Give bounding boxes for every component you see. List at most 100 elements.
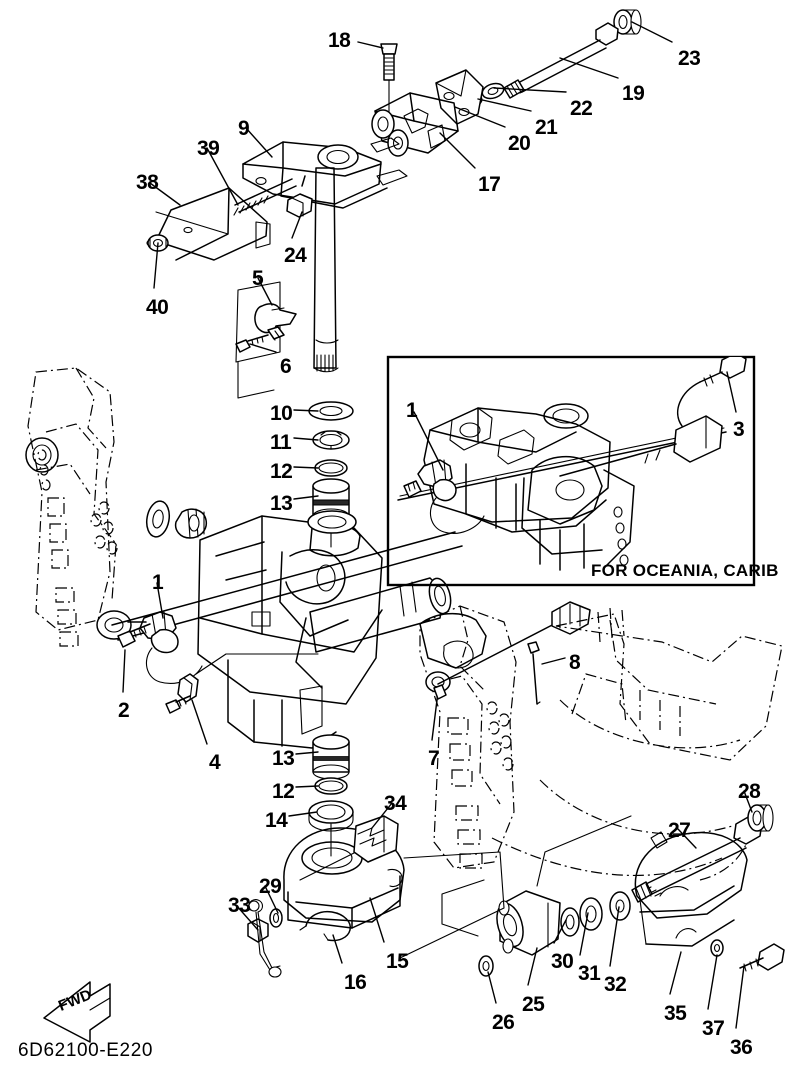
leader-line-1 (413, 411, 444, 471)
steering-shaft (313, 167, 339, 373)
leader-line-7 (431, 699, 438, 741)
callout-31: 31 (578, 962, 601, 985)
callout-12: 12 (272, 780, 295, 803)
part-19-bolt (503, 22, 619, 99)
leader-line-29 (264, 885, 279, 914)
part-29-washer-small (269, 908, 283, 928)
callout-4: 4 (209, 751, 221, 774)
left-washer-bushing (145, 500, 208, 539)
callout-36: 36 (730, 1036, 753, 1059)
leader-line-10 (293, 409, 319, 412)
leader-line-11 (293, 437, 319, 441)
part-13-bushing-lower (312, 734, 350, 780)
part-32-washer (609, 891, 631, 921)
leader-line-4 (191, 699, 208, 745)
leader-line-31 (579, 912, 589, 956)
part-28-bushing (747, 804, 774, 832)
callout-7: 7 (428, 747, 440, 770)
callout-8: 8 (569, 651, 581, 674)
leader-line-12 (295, 785, 319, 788)
callout-37: 37 (702, 1017, 725, 1040)
callout-12: 12 (270, 460, 293, 483)
tilt-ram (309, 577, 452, 653)
callout-26: 26 (492, 1011, 515, 1034)
part-8-tie (527, 641, 541, 705)
part-30-washer (560, 907, 580, 937)
callout-14: 14 (265, 809, 288, 832)
callout-1: 1 (152, 571, 164, 594)
part-16-circlip (299, 910, 352, 942)
part-12-oring-lower (314, 777, 348, 795)
leader-line-34 (371, 802, 393, 829)
part-31-washer (579, 897, 603, 931)
part-24-nut (286, 193, 313, 218)
inset-box (386, 355, 756, 587)
leader-line-13 (295, 751, 319, 755)
part-17-bracket-body (371, 92, 459, 157)
callout-35: 35 (664, 1002, 687, 1025)
callout-18: 18 (328, 29, 351, 52)
part-10-washer (308, 401, 354, 421)
part-5-6-detail (235, 281, 297, 399)
leader-line-17 (439, 132, 476, 169)
callout-25: 25 (522, 993, 545, 1016)
leader-line-37 (707, 954, 718, 1010)
leader-line-22 (493, 87, 567, 93)
part-37-washer-small (710, 939, 724, 957)
callout-13: 13 (272, 747, 295, 770)
callout-6: 6 (280, 355, 292, 378)
leader-line-20 (454, 106, 506, 128)
part-14-seal (308, 800, 354, 857)
part-4-clamp (165, 673, 199, 714)
leader-line-23 (631, 21, 673, 43)
callout-34: 34 (384, 792, 407, 815)
leader-line-38 (149, 182, 181, 206)
leader-line-39 (206, 147, 239, 206)
part-22-washer (481, 82, 505, 100)
part-36-bolt (739, 943, 785, 972)
leader-line-6 (249, 343, 277, 353)
leader-line-35 (669, 951, 682, 995)
part-2-bolt (117, 623, 151, 648)
callout-22: 22 (570, 97, 593, 120)
leader-line-21 (477, 98, 532, 112)
callout-39: 39 (197, 137, 220, 160)
leader-line-19 (559, 57, 619, 79)
leader-line-15 (369, 897, 385, 943)
inset-region-note: FOR OCEANIA, CARIB (591, 561, 779, 580)
callout-32: 32 (604, 973, 627, 996)
leader-line-30 (553, 919, 567, 944)
part-27-bolt (631, 815, 763, 903)
leader-line-32 (609, 906, 620, 967)
callout-17: 17 (478, 173, 501, 196)
leader-line-5 (257, 277, 273, 306)
leader-line-1 (156, 582, 164, 619)
leader-line-12 (293, 466, 319, 469)
callout-16: 16 (344, 971, 367, 994)
part-18-bolt (380, 43, 398, 129)
leader-line-13 (293, 495, 319, 500)
part-12-oring (314, 459, 348, 477)
part-11-bearing (312, 430, 350, 450)
leader-line-36 (735, 965, 745, 1029)
callout-27: 27 (668, 819, 691, 842)
callout-28: 28 (738, 780, 761, 803)
leader-line-25 (527, 947, 538, 986)
callout-40: 40 (146, 296, 169, 319)
callout-33: 33 (228, 894, 251, 917)
leader-line-33 (235, 904, 259, 931)
left-clamp-bracket (25, 367, 132, 647)
leader-line-28 (743, 790, 753, 813)
part-34-anode-block (353, 815, 399, 863)
part-40-nut (147, 234, 169, 252)
callout-1: 1 (406, 399, 418, 422)
diagram-code-label: 6D62100-E220 (18, 1040, 154, 1061)
leader-line-24 (291, 211, 303, 239)
callout-38: 38 (136, 171, 159, 194)
callout-2: 2 (118, 699, 130, 722)
part-35-cover (634, 831, 748, 947)
part-cotter-pin (248, 899, 282, 978)
callout-11: 11 (270, 431, 292, 454)
callout-21: 21 (535, 116, 558, 139)
